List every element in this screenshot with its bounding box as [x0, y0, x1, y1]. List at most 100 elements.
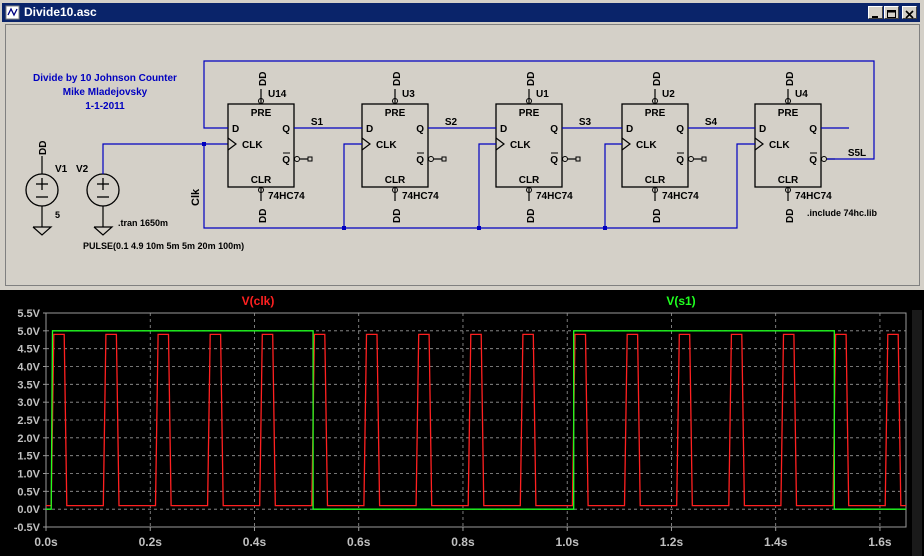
junction-dot	[342, 226, 346, 230]
flipflop-model: 74HC74	[662, 191, 699, 202]
output-net-label: S3	[579, 117, 592, 128]
plot-frame	[45, 312, 907, 528]
header-line: 1-1-2011	[85, 101, 125, 112]
pre-bubble	[652, 98, 658, 104]
qbar-pin-label: Q	[809, 155, 817, 166]
maximize-icon	[887, 10, 896, 18]
pre-bubble	[526, 98, 532, 104]
pre-pin-label: PRE	[519, 108, 540, 119]
clock-wire	[102, 143, 228, 174]
x-tick-label: 0.6s	[347, 535, 371, 549]
d-pin-label: D	[366, 124, 373, 135]
schematic-icon	[5, 5, 20, 20]
clk-pin-label: CLK	[242, 140, 263, 151]
waveform-plot: 5.5V5.0V4.5V4.0V3.5V3.0V2.5V2.0V1.5V1.0V…	[14, 294, 922, 556]
clr-supply-label: DD	[392, 209, 403, 223]
clr-bubble	[785, 187, 791, 193]
maximize-button[interactable]	[884, 6, 899, 19]
y-tick-label: 5.5V	[17, 308, 40, 320]
minimize-button[interactable]	[868, 6, 883, 19]
clk-trace	[46, 333, 906, 507]
clr-bubble	[392, 187, 398, 193]
flipflop-model: 74HC74	[268, 191, 305, 202]
qbar-pin-label: Q	[282, 155, 290, 166]
clr-supply-label: DD	[785, 209, 796, 223]
qbar-pin-label: Q	[550, 155, 558, 166]
x-tick-label: 0.0s	[34, 535, 58, 549]
clock-triangle	[754, 137, 764, 151]
clock-bus	[203, 143, 755, 229]
output-net-label: S2	[445, 117, 458, 128]
junction-dot	[477, 226, 481, 230]
clr-supply-label: DD	[652, 209, 663, 223]
q-pin-label: Q	[676, 124, 684, 135]
q-pin-label: Q	[282, 124, 290, 135]
clr-pin-label: CLR	[519, 175, 540, 186]
qbar-open-end	[441, 156, 447, 162]
title-bar[interactable]: Divide10.asc	[2, 3, 920, 22]
x-tick-label: 0.8s	[451, 535, 475, 549]
clr-supply-label: DD	[258, 209, 269, 223]
qbar-open-end	[575, 156, 581, 162]
clock-triangle	[361, 137, 371, 151]
flipflop-model: 74HC74	[536, 191, 573, 202]
q-pin-label: Q	[416, 124, 424, 135]
clock-triangle	[227, 137, 237, 151]
y-tick-label: 1.0V	[17, 469, 40, 481]
pre-pin-label: PRE	[778, 108, 799, 119]
pre-supply-label: DD	[258, 72, 269, 86]
qbar-open-end	[307, 156, 313, 162]
pre-pin-label: PRE	[251, 108, 272, 119]
x-tick-label: 0.4s	[243, 535, 267, 549]
v1-value: 5	[55, 210, 60, 220]
q-pin-label: Q	[809, 124, 817, 135]
plot-scroll-area	[912, 310, 922, 556]
clk-pin-label: CLK	[636, 140, 657, 151]
d-pin-label: D	[232, 124, 239, 135]
header-line: Divide by 10 Johnson Counter	[33, 73, 177, 84]
qbar-bubble	[821, 156, 827, 162]
flipflop-ref: U1	[536, 89, 549, 100]
qbar-bubble	[428, 156, 434, 162]
clock-triangle	[495, 137, 505, 151]
y-tick-label: 4.5V	[17, 344, 40, 356]
flipflop-model: 74HC74	[795, 191, 832, 202]
pre-bubble	[392, 98, 398, 104]
output-net-label: S4	[705, 117, 718, 128]
clr-pin-label: CLR	[778, 175, 799, 186]
output-net-label: S1	[311, 117, 324, 128]
window-title: Divide10.asc	[24, 5, 97, 19]
flipflop-ref: U3	[402, 89, 415, 100]
d-pin-label: D	[500, 124, 507, 135]
x-tick-label: 0.2s	[139, 535, 163, 549]
clr-bubble	[526, 187, 532, 193]
clk-pin-label: CLK	[769, 140, 790, 151]
x-tick-label: 1.2s	[660, 535, 684, 549]
close-button[interactable]	[902, 6, 917, 19]
y-tick-label: 1.5V	[17, 451, 40, 463]
v2-value: PULSE(0.1 4.9 10m 5m 5m 20m 100m)	[83, 241, 244, 251]
trace-label: V(clk)	[242, 294, 275, 308]
pre-bubble	[785, 98, 791, 104]
y-tick-label: -0.5V	[14, 522, 41, 534]
clr-pin-label: CLR	[385, 175, 406, 186]
pre-supply-label: DD	[392, 72, 403, 86]
clk-pin-label: CLK	[376, 140, 397, 151]
pre-supply-label: DD	[652, 72, 663, 86]
v1-name: V1	[55, 164, 68, 175]
ground-symbol	[93, 226, 114, 236]
y-tick-label: 0.0V	[17, 504, 40, 516]
trace-label: V(s1)	[666, 294, 695, 308]
qbar-bubble	[294, 156, 300, 162]
pre-supply-label: DD	[526, 72, 537, 86]
x-tick-label: 1.6s	[868, 535, 892, 549]
junction-dot	[603, 226, 607, 230]
ltspice-window: Divide10.asc Divide by 10 Johnson Counte…	[2, 3, 920, 286]
q-pin-label: Q	[550, 124, 558, 135]
y-tick-label: 2.5V	[17, 415, 40, 427]
qbar-pin-label: Q	[676, 155, 684, 166]
clr-pin-label: CLR	[251, 175, 272, 186]
